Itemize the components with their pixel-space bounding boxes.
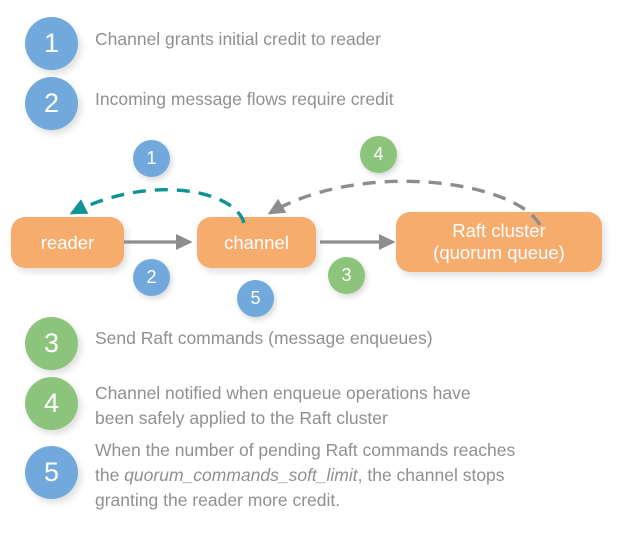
legend-badge-5: 5 [25,446,78,499]
legend-text-2: Incoming message flows require credit [95,89,394,109]
legend-text-1: Channel grants initial credit to reader [95,29,381,49]
diagram-node-raft-cluster[interactable]: Raft cluster (quorum queue) [396,212,602,272]
diagram-badge-5: 5 [237,280,274,317]
legend-text-5-line1: When the number of pending Raft commands… [95,440,516,460]
legend-text-5-line3: granting the reader more credit. [95,490,341,510]
diagram-badge-1: 1 [133,140,170,177]
diagram-badge-3: 3 [328,257,365,294]
diagram-badge-2: 2 [133,259,170,296]
diagram-badge-4: 4 [360,136,397,173]
diagram-node-reader[interactable]: reader [11,217,124,268]
legend-text-3: Send Raft commands (message enqueues) [95,328,433,348]
legend-badge-1: 1 [25,17,78,70]
diagram-node-channel[interactable]: channel [197,217,316,268]
legend-text-5-line2-suffix: , the channel stops [357,465,505,485]
legend-text-5-config-key: quorum_commands_soft_limit [124,465,358,485]
legend-badge-2: 2 [25,77,78,130]
legend-text-4: Channel notified when enqueue operations… [95,383,471,428]
legend-badge-3: 3 [25,317,78,370]
legend-badge-4: 4 [25,377,78,430]
legend-text-5-line2-prefix: the [95,465,125,485]
legend-text-5: When the number of pending Raft commands… [95,438,615,513]
